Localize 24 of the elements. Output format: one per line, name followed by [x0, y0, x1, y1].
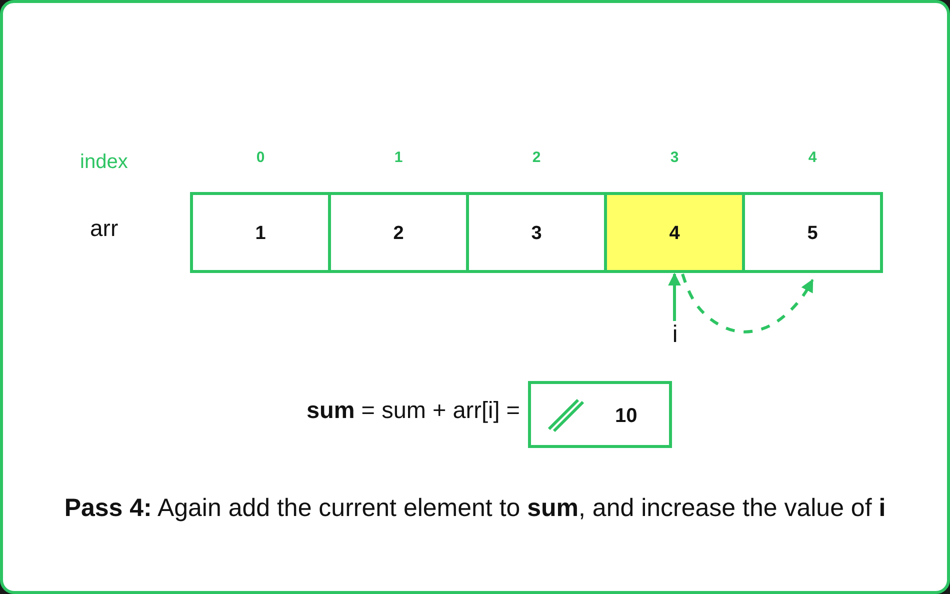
cell-value: 4: [669, 223, 680, 245]
cell-value: 3: [531, 223, 542, 245]
caption: Pass 4: Again add the current element to sum, and increase the value of i: [64, 494, 886, 523]
array-cell: [328, 192, 469, 273]
formula-text: sum = sum + arr[i] =: [306, 397, 520, 424]
array-cell: [604, 192, 745, 273]
cell-value: 5: [807, 223, 818, 245]
index-number: 0: [256, 149, 265, 166]
dashed-arrow: [681, 274, 814, 334]
cell-value: 1: [255, 223, 266, 245]
index-number: 2: [532, 149, 541, 166]
array-cell: [190, 192, 331, 273]
value-box: [528, 381, 672, 448]
array-cell: [742, 192, 883, 273]
sum-value: 10: [615, 405, 638, 428]
arrow: [668, 272, 681, 321]
array-cell: [466, 192, 607, 273]
row-label: index: [80, 151, 128, 174]
index-number: 3: [670, 149, 679, 166]
index-number: 4: [808, 149, 817, 166]
index-number: 1: [394, 149, 403, 166]
cell-value: 2: [393, 223, 404, 245]
pointer-label: i: [664, 321, 686, 348]
row-label: arr: [90, 215, 118, 242]
